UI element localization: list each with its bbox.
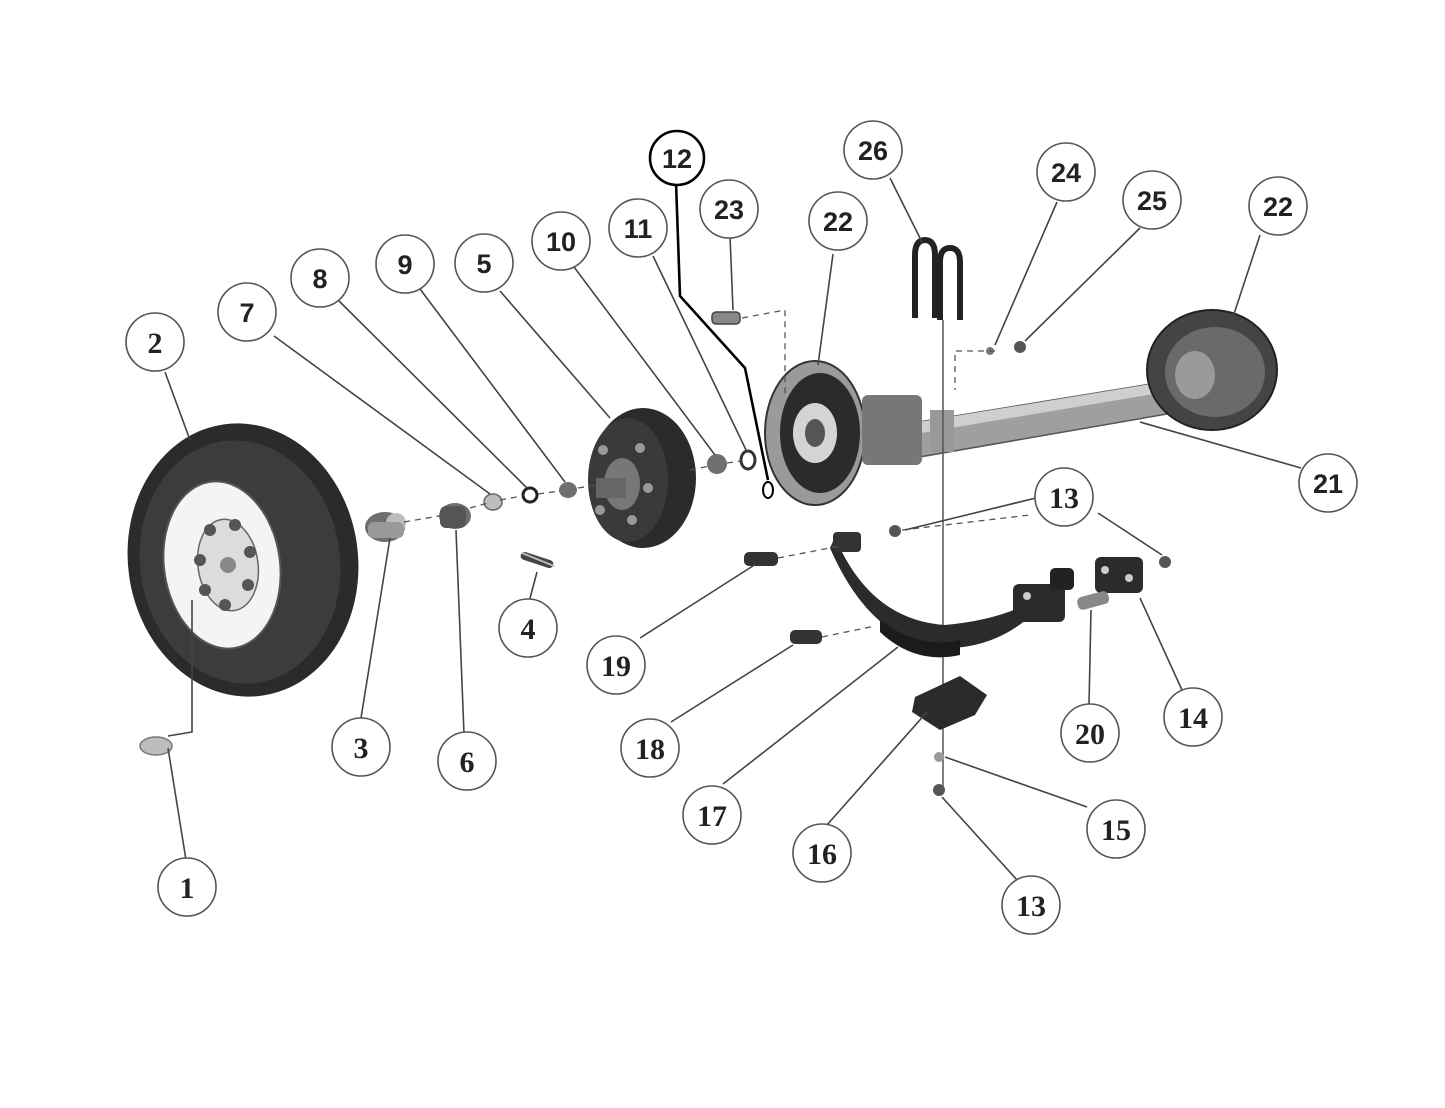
outer-bearing-part bbox=[439, 503, 471, 529]
assembly-axis-lines bbox=[403, 309, 1031, 638]
callout-24: 24 bbox=[1036, 142, 1096, 202]
svg-text:26: 26 bbox=[858, 136, 888, 166]
inner-bearing-part bbox=[707, 454, 727, 474]
axle-beam-part bbox=[862, 379, 1192, 465]
svg-text:1: 1 bbox=[180, 872, 195, 905]
shackle-nut-part bbox=[1159, 556, 1171, 568]
svg-text:5: 5 bbox=[476, 249, 491, 279]
brake-assembly-right-part bbox=[1146, 309, 1278, 431]
callout-20: 20 bbox=[1060, 703, 1120, 763]
callout-21: 21 bbox=[1298, 453, 1358, 513]
spindle-nut-part bbox=[483, 493, 503, 511]
shackle-bushing-part bbox=[1050, 568, 1074, 590]
svg-text:7: 7 bbox=[239, 298, 254, 328]
callout-22-right: 22 bbox=[1248, 176, 1308, 236]
u-bolt-nut-part bbox=[1014, 341, 1026, 353]
brake-assembly-left-part bbox=[764, 360, 866, 506]
brake-bolt-part bbox=[711, 311, 741, 325]
leader-lines bbox=[164, 177, 1302, 881]
svg-text:25: 25 bbox=[1137, 186, 1167, 216]
callout-25: 25 bbox=[1122, 170, 1182, 230]
callout-3: 3 bbox=[331, 717, 391, 777]
svg-text:12: 12 bbox=[662, 144, 692, 174]
callout-4: 4 bbox=[498, 598, 558, 658]
svg-text:13: 13 bbox=[1016, 890, 1046, 923]
o-ring-part bbox=[762, 481, 774, 499]
callout-9: 9 bbox=[375, 234, 435, 294]
svg-text:22: 22 bbox=[1263, 192, 1293, 222]
tie-plate-nut-part bbox=[933, 784, 945, 796]
svg-text:15: 15 bbox=[1101, 814, 1131, 847]
spring-nut-front-part bbox=[889, 525, 901, 537]
callout-7: 7 bbox=[217, 282, 277, 342]
callout-15: 15 bbox=[1086, 799, 1146, 859]
callout-12: 12 bbox=[648, 129, 706, 187]
cotter-pin-part bbox=[520, 551, 555, 569]
svg-text:20: 20 bbox=[1075, 718, 1105, 751]
callout-11: 11 bbox=[608, 198, 668, 258]
svg-text:17: 17 bbox=[697, 800, 727, 833]
lug-nut-part bbox=[139, 736, 173, 756]
callout-10: 10 bbox=[531, 211, 591, 271]
callout-6: 6 bbox=[437, 731, 497, 791]
svg-text:2: 2 bbox=[148, 327, 163, 360]
tie-plate-washer-part bbox=[934, 752, 944, 762]
grease-seal-part bbox=[739, 449, 757, 471]
spring-bolt-front-part bbox=[744, 552, 778, 566]
svg-text:24: 24 bbox=[1051, 158, 1081, 188]
callout-13-lower: 13 bbox=[1001, 875, 1061, 935]
svg-text:8: 8 bbox=[312, 264, 327, 294]
svg-text:14: 14 bbox=[1178, 702, 1208, 735]
svg-text:3: 3 bbox=[354, 732, 369, 765]
u-bolts-part bbox=[912, 236, 963, 320]
callout-17: 17 bbox=[682, 785, 742, 845]
callout-13-upper: 13 bbox=[1034, 467, 1094, 527]
svg-text:22: 22 bbox=[823, 207, 853, 237]
svg-text:11: 11 bbox=[624, 214, 653, 244]
callout-18: 18 bbox=[620, 718, 680, 778]
callout-1: 1 bbox=[157, 857, 217, 917]
tie-plate-part bbox=[912, 676, 987, 730]
washer-part bbox=[521, 486, 539, 504]
callout-26: 26 bbox=[843, 120, 903, 180]
svg-text:9: 9 bbox=[397, 250, 412, 280]
svg-text:16: 16 bbox=[807, 838, 837, 871]
callout-2: 2 bbox=[125, 312, 185, 372]
svg-text:13: 13 bbox=[1049, 482, 1079, 515]
shackle-bolt-part bbox=[1077, 591, 1110, 610]
hub-drum-part bbox=[588, 408, 696, 548]
svg-text:21: 21 bbox=[1313, 469, 1343, 499]
callout-8: 8 bbox=[290, 248, 350, 308]
leaf-spring-part bbox=[830, 532, 1035, 658]
svg-text:4: 4 bbox=[521, 613, 536, 646]
svg-text:10: 10 bbox=[546, 227, 576, 257]
svg-text:6: 6 bbox=[460, 746, 475, 779]
callout-16: 16 bbox=[792, 823, 852, 883]
callout-14: 14 bbox=[1163, 687, 1223, 747]
callout-22-left: 22 bbox=[808, 191, 868, 251]
tire-and-wheel bbox=[127, 423, 359, 697]
svg-text:18: 18 bbox=[635, 733, 665, 766]
callout-23: 23 bbox=[699, 179, 759, 239]
callout-19: 19 bbox=[586, 635, 646, 695]
svg-text:19: 19 bbox=[601, 650, 631, 683]
svg-text:23: 23 bbox=[714, 195, 744, 225]
callout-5: 5 bbox=[454, 233, 514, 293]
dust-cap-part bbox=[365, 512, 406, 542]
shackle-plates-part bbox=[1013, 557, 1143, 622]
callouts: 1 2 3 4 5 6 7 8 9 10 11 12 13 13 14 15 1… bbox=[125, 120, 1358, 935]
bearing-race-part bbox=[559, 482, 577, 498]
spring-bolt-rear-part bbox=[790, 630, 822, 644]
